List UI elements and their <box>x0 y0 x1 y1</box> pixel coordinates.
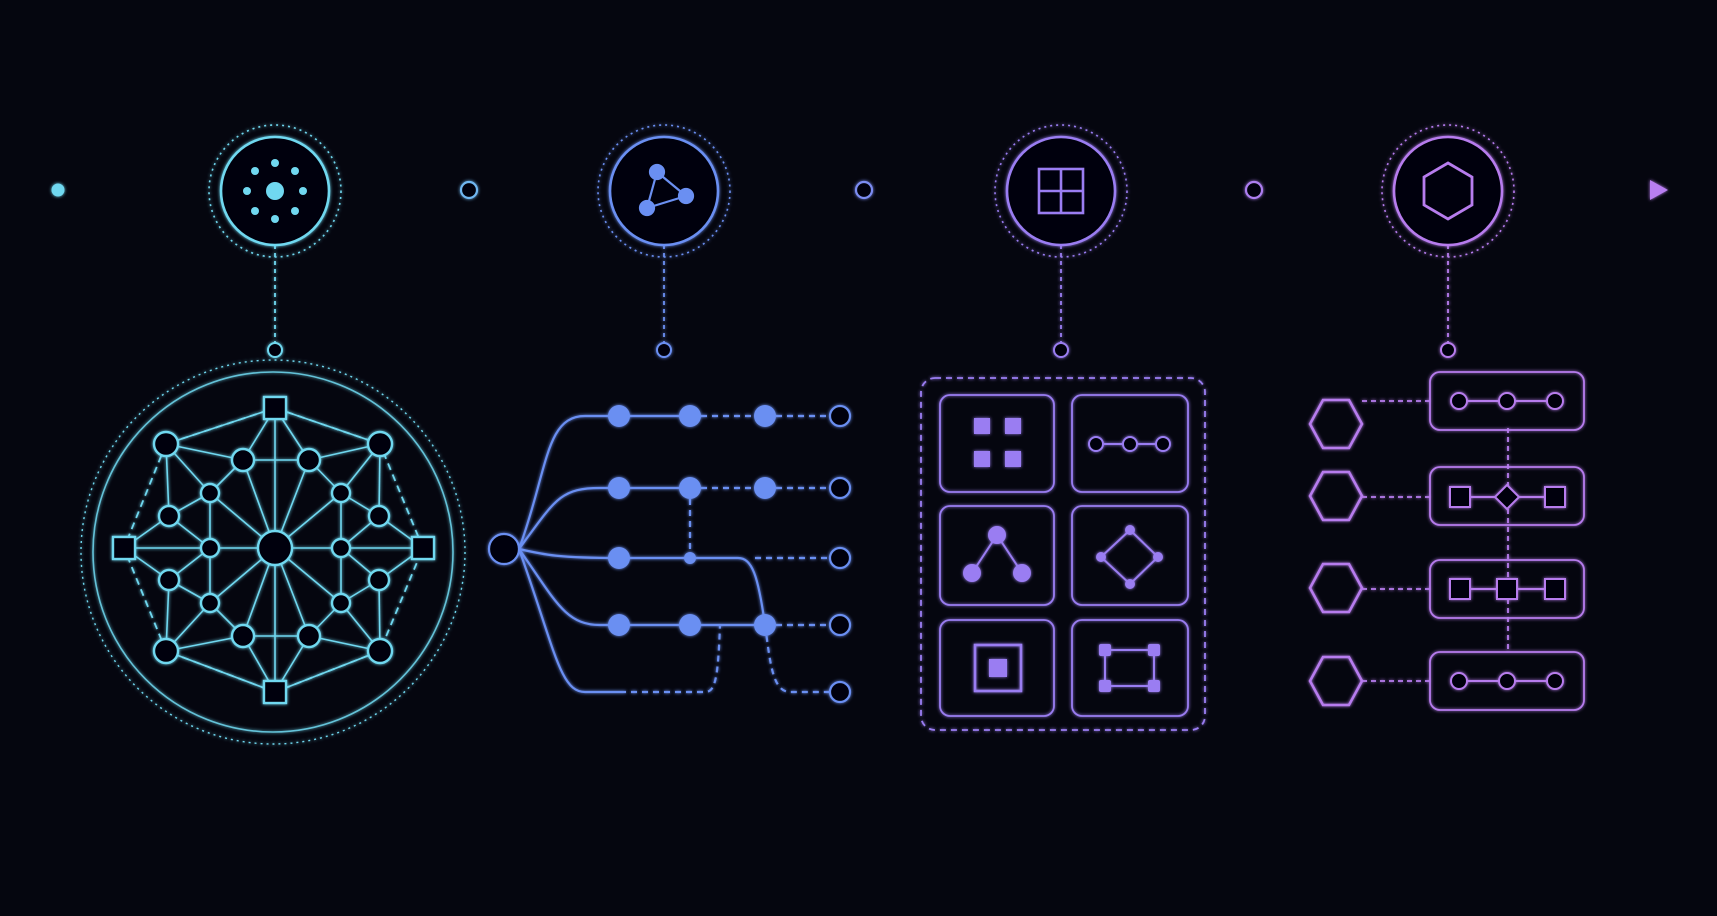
module-grid-frame <box>920 377 1206 731</box>
branching-flow-panel <box>487 404 852 704</box>
flow-endpoint <box>828 546 852 570</box>
square-node <box>111 535 137 561</box>
flow-node <box>608 547 630 569</box>
circle-chain-icon <box>1450 392 1564 410</box>
graph-node <box>367 568 391 592</box>
flow-endpoint <box>828 680 852 704</box>
graph-node <box>152 430 180 458</box>
flow-node <box>608 477 630 499</box>
stage-node-network <box>208 124 342 358</box>
timeline-waypoint <box>1244 180 1264 200</box>
four-squares-icon <box>974 418 1021 467</box>
flow-node <box>754 477 776 499</box>
graph-node <box>199 592 221 614</box>
graph-node <box>330 592 352 614</box>
flow-node <box>679 477 701 499</box>
flow-node <box>754 614 776 636</box>
flow-node <box>679 614 701 636</box>
graph-node <box>366 430 394 458</box>
chain-circles-icon <box>1088 436 1171 452</box>
graph-node <box>366 637 394 665</box>
stage-node-modules <box>994 124 1128 358</box>
module-grid-panel <box>920 377 1206 731</box>
graph-node <box>157 568 181 592</box>
network-graph-panel <box>80 359 466 745</box>
graph-node <box>230 447 256 473</box>
module-card <box>939 394 1055 493</box>
flow-endpoint <box>828 476 852 500</box>
outer-ring <box>92 371 454 733</box>
circle-chain-icon <box>1450 672 1564 690</box>
radial-dots-icon <box>243 159 307 223</box>
graph-node <box>199 537 221 559</box>
square-node <box>410 535 436 561</box>
stage-node-pipeline <box>1381 124 1515 358</box>
hexagon-icon <box>1422 161 1474 221</box>
flow-node <box>608 614 630 636</box>
flow-endpoint <box>828 613 852 637</box>
flow-node <box>754 405 776 427</box>
stage-node-flow <box>597 124 731 358</box>
module-card <box>939 505 1055 606</box>
hexagon-icon <box>1308 470 1364 522</box>
hexagon-icon <box>1308 655 1364 707</box>
hub-node <box>256 529 294 567</box>
square-node <box>262 679 288 705</box>
flow-node <box>608 405 630 427</box>
module-card <box>939 619 1055 717</box>
three-squares-icon <box>1449 578 1566 600</box>
graph-node <box>367 504 391 528</box>
flow-origin-node <box>487 532 521 566</box>
pipeline-row <box>1308 559 1585 619</box>
hexagon-icon <box>1308 562 1364 614</box>
graph-node <box>296 623 322 649</box>
tree-icon <box>963 526 1031 582</box>
grid-icon <box>1037 167 1085 215</box>
hexagon-icon <box>1308 398 1364 450</box>
module-card <box>1071 505 1189 606</box>
graph-node <box>330 537 352 559</box>
flow-node <box>679 405 701 427</box>
graph-node <box>157 504 181 528</box>
outer-dotted-ring <box>80 359 466 745</box>
timeline-arrowhead <box>1650 180 1668 200</box>
diamond-graph-icon <box>1096 525 1163 589</box>
timeline-waypoint <box>459 180 479 200</box>
timeline-start-dot <box>51 183 65 197</box>
flow-nodes <box>608 405 776 636</box>
pipeline-row <box>1308 466 1585 526</box>
graph-node <box>199 482 221 504</box>
graph-node <box>152 637 180 665</box>
flow-junction <box>684 552 696 564</box>
timeline-waypoint <box>854 180 874 200</box>
flow-endpoints <box>828 404 852 704</box>
triangle-graph-icon <box>638 163 695 217</box>
graph-node <box>230 623 256 649</box>
graph-node <box>296 447 322 473</box>
graph-node <box>330 482 352 504</box>
flow-endpoint <box>828 404 852 428</box>
network-nodes <box>111 395 436 705</box>
hexagon-pipeline-panel <box>1308 371 1585 711</box>
square-node <box>262 395 288 421</box>
module-card <box>1071 619 1189 717</box>
nested-square-icon <box>973 643 1023 693</box>
square-nodes-icon <box>1099 644 1160 692</box>
square-diamond-square-icon <box>1449 483 1566 511</box>
module-card <box>1071 394 1189 493</box>
pipeline-row <box>1308 371 1585 450</box>
pipeline-row <box>1308 651 1585 711</box>
